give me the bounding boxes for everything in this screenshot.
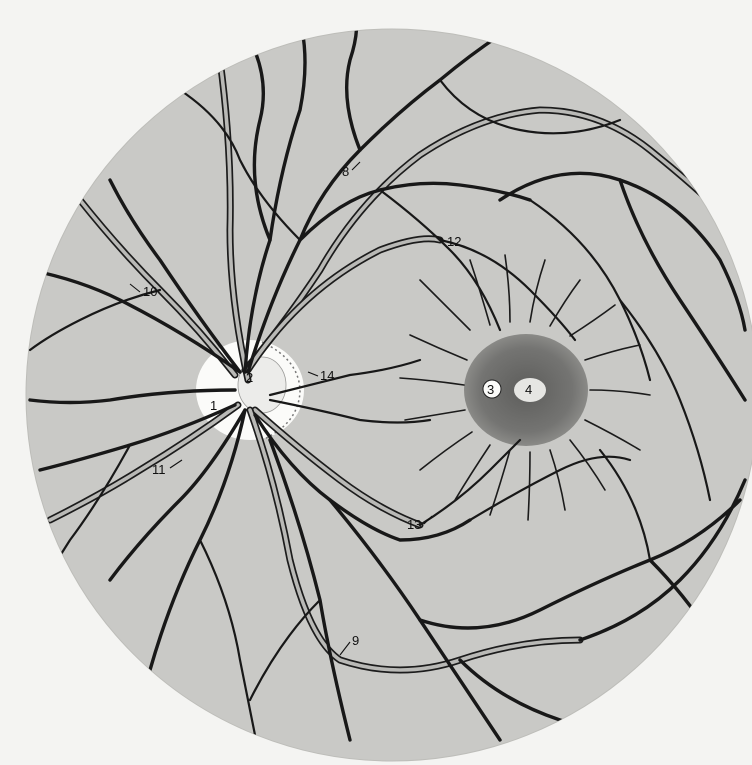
label-2: 2 — [246, 370, 253, 385]
label-1: 1 — [210, 398, 217, 413]
label-13: 13 — [407, 517, 421, 532]
label-10: 10 — [143, 284, 157, 299]
label-12: 12 — [447, 234, 461, 249]
label-8: 8 — [342, 164, 349, 179]
label-14: 14 — [320, 368, 334, 383]
label-9: 9 — [352, 633, 359, 648]
label-3: 3 — [487, 382, 494, 397]
label-11: 11 — [152, 462, 166, 477]
label-4: 4 — [525, 382, 532, 397]
